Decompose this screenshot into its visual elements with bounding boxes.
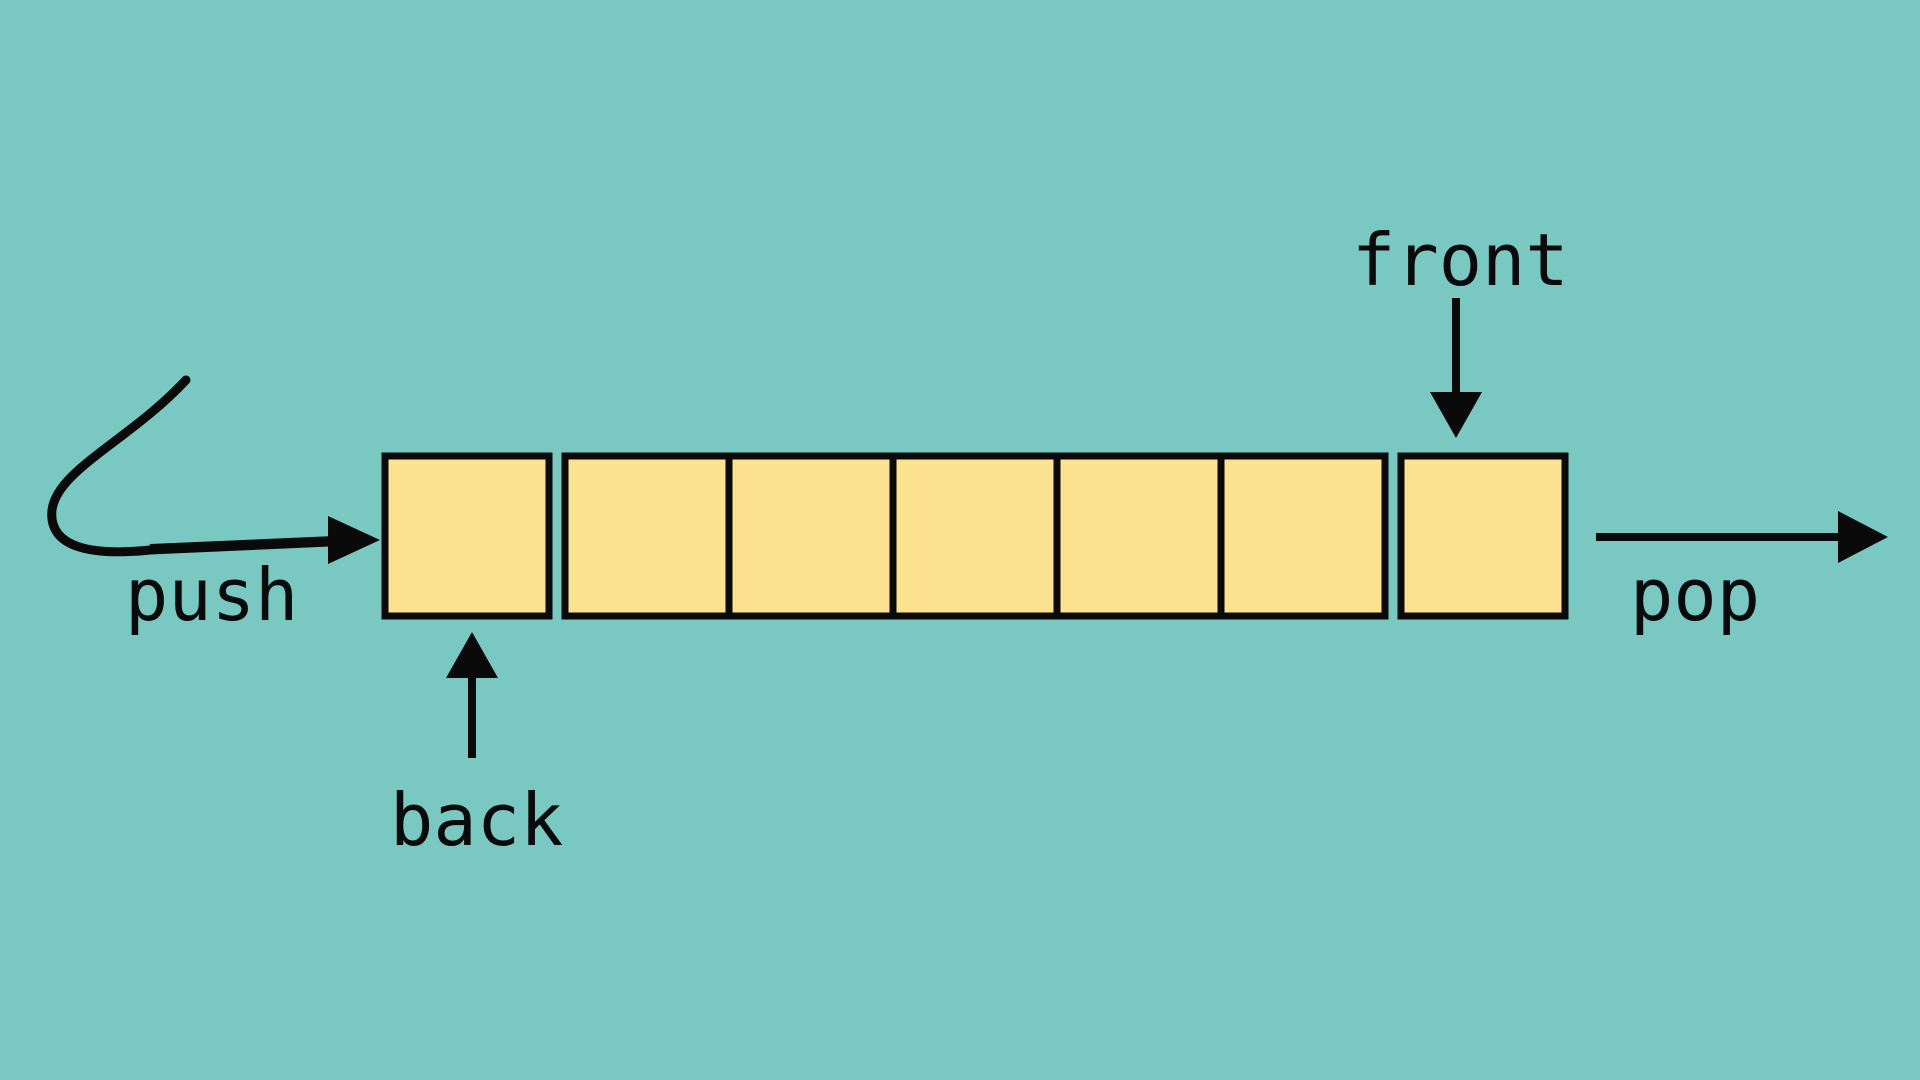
back-arrowhead [446, 632, 498, 678]
queue-cell[interactable] [889, 452, 1061, 620]
queue-cell[interactable] [1217, 452, 1389, 620]
push-curve-path [47, 375, 335, 557]
pop-arrow [1596, 511, 1888, 563]
pop-label: pop [1630, 553, 1760, 637]
push-line-path [149, 536, 336, 552]
push-arrow [47, 375, 380, 564]
push-arrowhead [328, 516, 380, 564]
front-arrowhead [1430, 392, 1482, 438]
queue-cell[interactable] [1053, 452, 1225, 620]
push-label: push [125, 553, 298, 637]
queue-cell[interactable] [1397, 452, 1569, 620]
queue-cells [381, 452, 1569, 620]
queue-cell[interactable] [381, 452, 553, 620]
back-pointer-arrow [446, 632, 498, 758]
front-pointer-arrow [1430, 298, 1482, 438]
back-label: back [390, 778, 563, 862]
queue-cell[interactable] [561, 452, 733, 620]
front-label: front [1352, 218, 1569, 302]
queue-cell[interactable] [725, 452, 897, 620]
pop-arrowhead [1838, 511, 1888, 563]
